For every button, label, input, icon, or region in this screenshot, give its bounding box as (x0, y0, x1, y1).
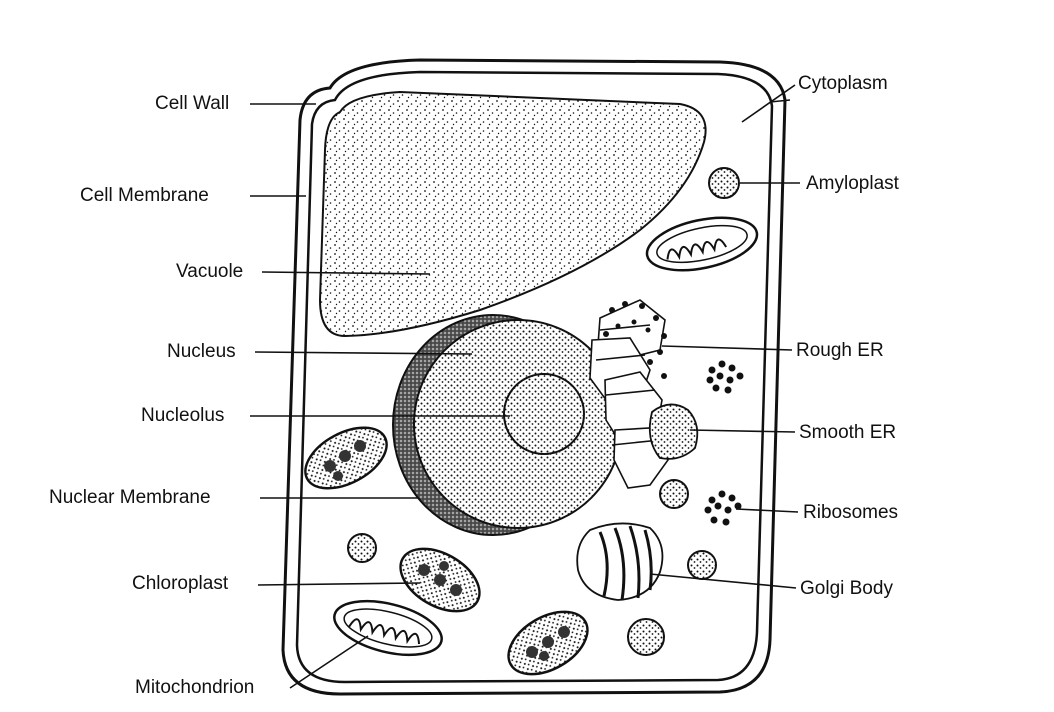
label-cytoplasm: Cytoplasm (798, 73, 888, 94)
label-cell-wall: Cell Wall (155, 93, 230, 114)
ribosome-cluster (706, 360, 744, 394)
amyloplast-shape (708, 167, 740, 199)
vesicle (687, 550, 717, 580)
ribosome-cluster (704, 490, 742, 526)
label-nuclear-membrane: Nuclear Membrane (49, 487, 211, 508)
label-amyloplast: Amyloplast (806, 173, 899, 194)
nucleolus-shape (503, 373, 585, 455)
chloroplast-left (304, 426, 388, 490)
vesicle (347, 533, 377, 563)
vesicle (627, 618, 665, 656)
label-mitochondrion: Mitochondrion (135, 677, 255, 698)
leader-lines (250, 84, 800, 689)
vacuole-shape (318, 90, 707, 338)
chloroplast-bottom (399, 547, 481, 613)
label-vacuole: Vacuole (176, 261, 244, 282)
label-chloroplast: Chloroplast (132, 573, 229, 594)
label-rough-er: Rough ER (796, 340, 884, 361)
rough-er-shape (589, 299, 669, 489)
label-golgi-body: Golgi Body (800, 578, 893, 599)
label-nucleolus: Nucleolus (141, 405, 225, 426)
golgi-body-shape (576, 522, 664, 601)
label-smooth-er: Smooth ER (799, 422, 897, 443)
mitochondrion-top-right (645, 216, 759, 272)
label-nucleus: Nucleus (167, 341, 236, 362)
chloroplast-bottom-right (507, 610, 589, 676)
vesicle (659, 479, 689, 509)
label-ribosomes: Ribosomes (803, 502, 899, 523)
label-cell-membrane: Cell Membrane (80, 185, 209, 206)
smooth-er-shape (648, 403, 699, 460)
